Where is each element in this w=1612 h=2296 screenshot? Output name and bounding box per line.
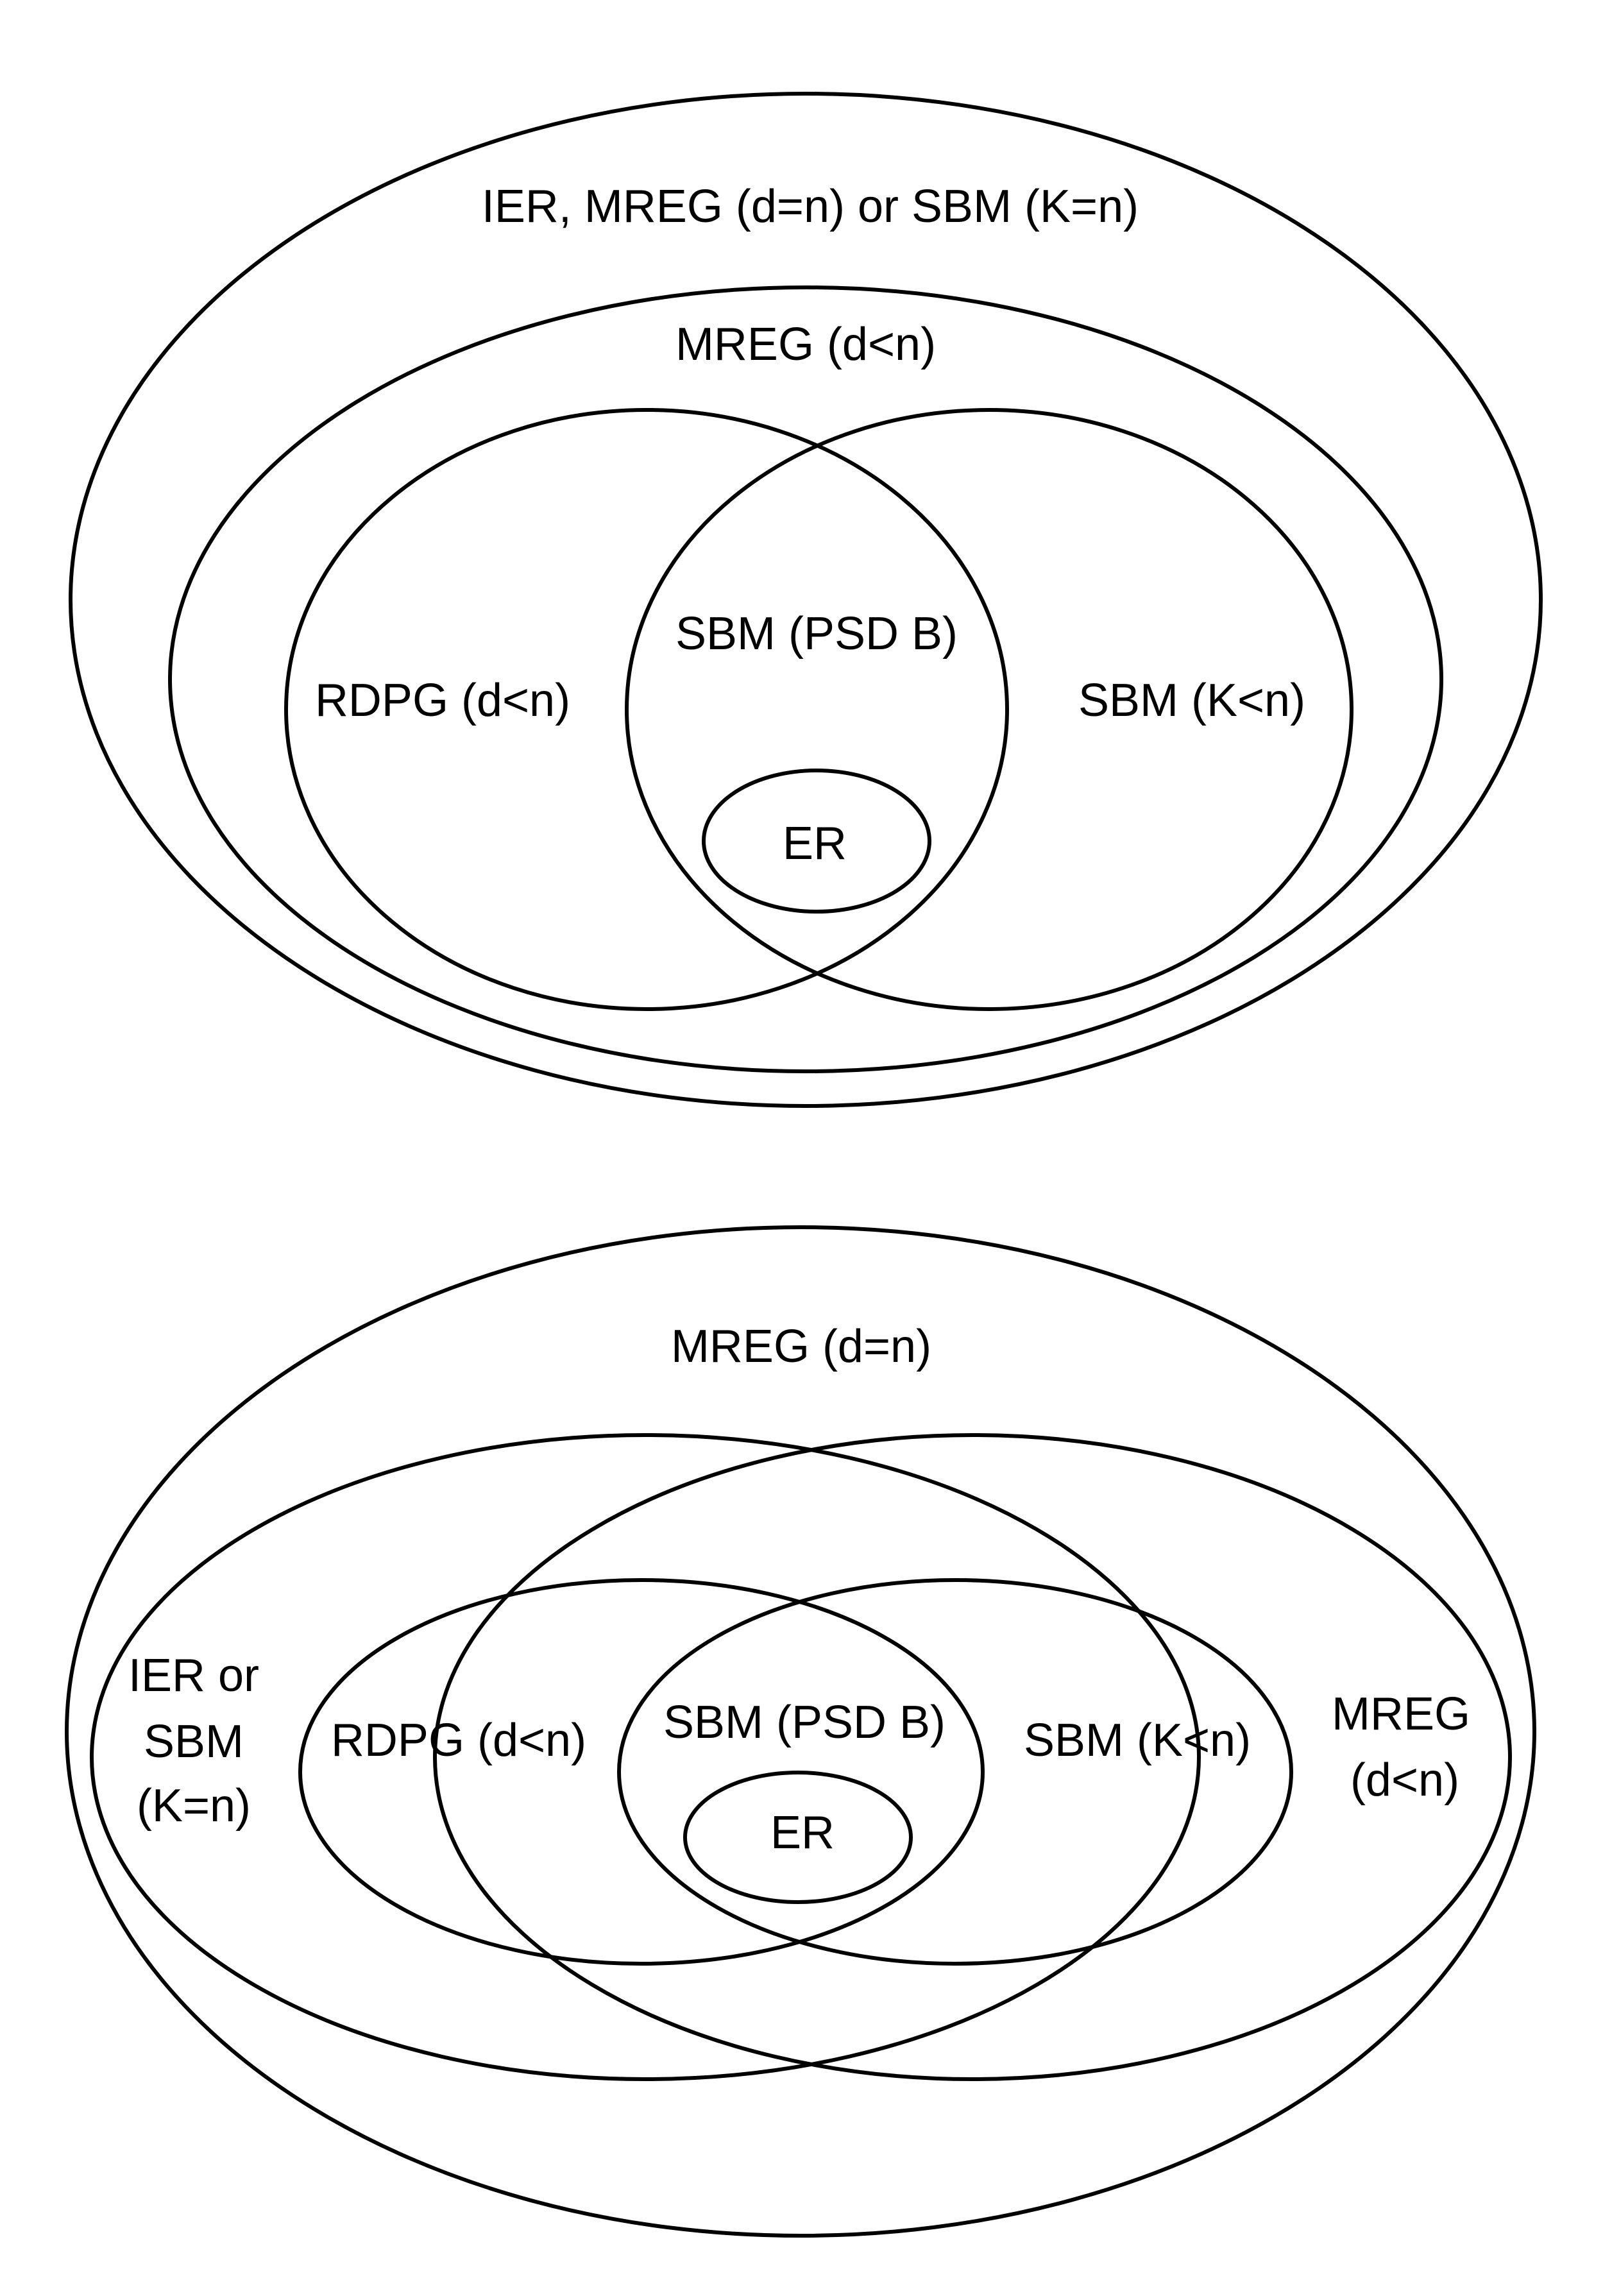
bottom-er-ellipse: [683, 1771, 913, 1904]
bottom-ier-label-line1: IER or: [128, 1650, 259, 1701]
top-sbm-k-label: SBM (K<n): [1078, 675, 1305, 726]
bottom-mreg-outer-ellipse: [65, 1225, 1536, 2238]
top-sbm-psd-label: SBM (PSD B): [675, 608, 958, 659]
top-mreg-label: MREG (d<n): [675, 319, 936, 370]
top-er-ellipse: [702, 769, 931, 914]
top-rdpg-label: RDPG (d<n): [315, 675, 570, 726]
top-ier-outer-ellipse: [69, 92, 1543, 1108]
bottom-er-label: ER: [770, 1807, 835, 1858]
bottom-ier-label-line3: (K=n): [137, 1780, 251, 1832]
top-er-label: ER: [783, 818, 847, 869]
bottom-sbm-psd-label: SBM (PSD B): [663, 1697, 946, 1748]
bottom-outer-label: MREG (d=n): [671, 1321, 931, 1372]
bottom-ier-ellipse: [90, 1433, 1201, 2081]
top-venn-diagram: IER, MREG (d=n) or SBM (K=n) MREG (d<n) …: [69, 92, 1543, 1108]
bottom-ier-label-line2: SBM: [144, 1716, 244, 1767]
bottom-venn-diagram: MREG (d=n) IER or SBM (K=n) MREG (d<n) R…: [65, 1225, 1536, 2238]
bottom-mreg-label-line2: (d<n): [1350, 1755, 1459, 1806]
bottom-rdpg-label: RDPG (d<n): [331, 1715, 586, 1766]
bottom-rdpg-ellipse: [298, 1578, 985, 1966]
bottom-sbm-k-ellipse: [617, 1578, 1293, 1966]
bottom-mreg-d-ellipse: [433, 1433, 1512, 2081]
top-mreg-ellipse: [168, 285, 1443, 1073]
bottom-sbm-k-label: SBM (K<n): [1024, 1715, 1251, 1766]
top-sbm-k-ellipse: [625, 408, 1353, 1011]
bottom-mreg-label-line1: MREG: [1332, 1688, 1470, 1740]
top-rdpg-ellipse: [284, 408, 1009, 1011]
top-outer-label: IER, MREG (d=n) or SBM (K=n): [482, 181, 1139, 232]
